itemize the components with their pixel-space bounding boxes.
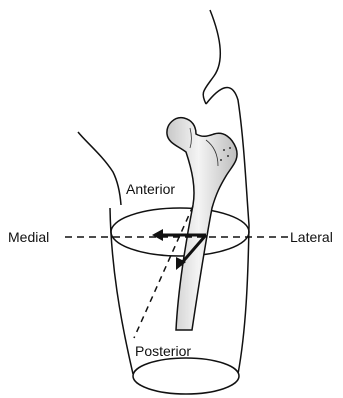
femur-bone <box>167 118 237 330</box>
thigh-outline-right <box>238 225 249 374</box>
posterior-label: Posterior <box>135 343 191 359</box>
anterior-label: Anterior <box>126 181 175 197</box>
thigh-bottom-ellipse <box>133 358 239 394</box>
torso-outline <box>78 132 121 205</box>
cross-section-plane <box>111 208 249 256</box>
thigh-outline-left <box>110 208 133 374</box>
lateral-label: Lateral <box>290 229 333 245</box>
hip-outline <box>203 10 220 104</box>
medial-label: Medial <box>8 229 49 245</box>
